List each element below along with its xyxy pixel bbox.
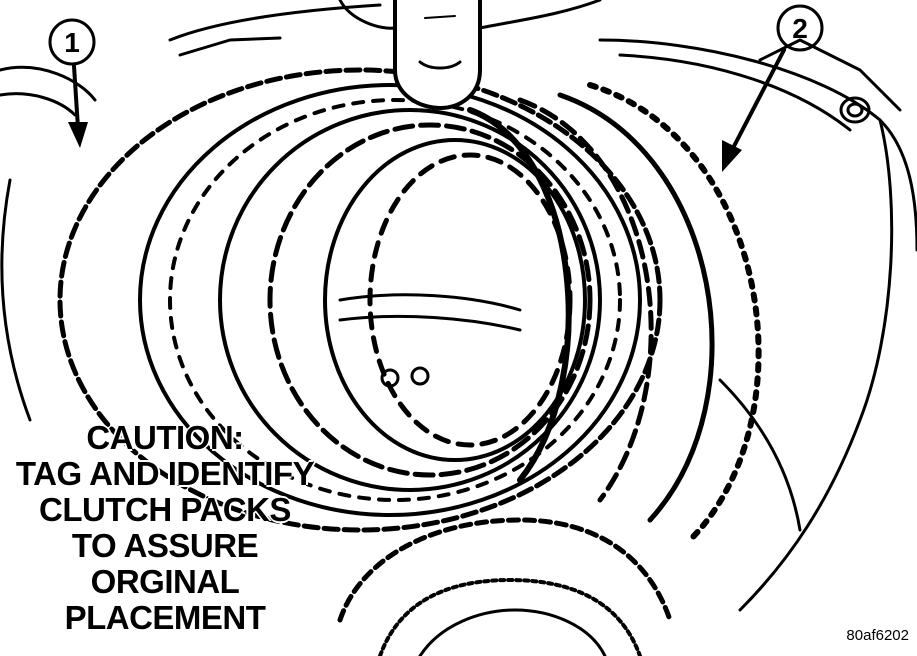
caution-line: CLUTCH PACKS (39, 491, 291, 528)
lower-gear (337, 517, 673, 656)
caution-line: TAG AND IDENTIFY (15, 455, 315, 492)
callout-1-label: 1 (64, 27, 80, 58)
caution-line: CAUTION: (86, 419, 244, 456)
caution-note: CAUTION: TAG AND IDENTIFY CLUTCH PACKS T… (0, 420, 330, 636)
clutch-discs (57, 67, 762, 543)
clutch-disc (218, 108, 602, 492)
clutch-hub (338, 293, 522, 388)
finger (338, 0, 602, 110)
callout-1-leader (72, 64, 80, 130)
callout-2-label: 2 (792, 13, 808, 44)
caution-line: TO ASSURE (71, 527, 259, 564)
callout-1-arrowhead (68, 122, 88, 148)
callout-circle (776, 4, 824, 52)
clutch-disc (57, 67, 663, 533)
clutch-disc (168, 98, 622, 502)
callout-2-arrowhead (722, 140, 742, 172)
caution-line: ORGINAL (90, 563, 240, 600)
clutch-disc (138, 83, 642, 517)
callout-1: 1 (48, 18, 96, 148)
clutch-disc (267, 122, 593, 478)
clutch-disc (323, 138, 587, 462)
figure-id: 80af6202 (846, 627, 909, 644)
bolt-hole (839, 96, 871, 124)
callout-2-leader (730, 48, 786, 152)
callout-circle (48, 18, 96, 66)
transmission-housing (0, 3, 917, 612)
callout-2: 2 (722, 4, 824, 172)
caution-line: PLACEMENT (64, 599, 266, 636)
